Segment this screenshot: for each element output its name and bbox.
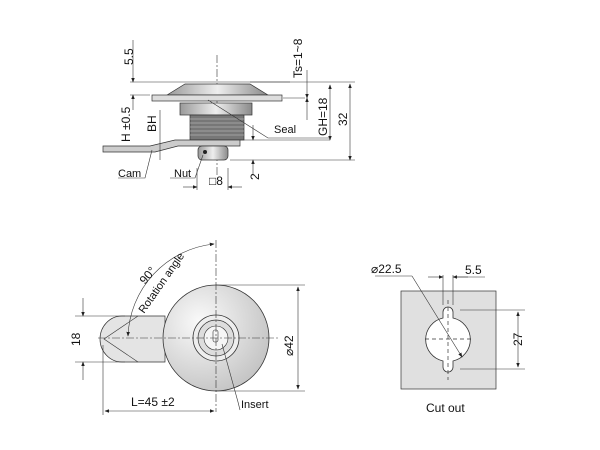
dim-nut-gap: 2 bbox=[248, 173, 262, 180]
side-view: 5.5 Ts=1~8 GH=18 32 H ±0.5 BH 2 □8 Seal … bbox=[102, 38, 355, 190]
cutout-view: 27 5.5 ⌀22.5 Cut out bbox=[371, 262, 525, 415]
dim-cam-width: 18 bbox=[69, 332, 83, 346]
cam-front bbox=[99, 315, 166, 363]
dim-square: □8 bbox=[209, 174, 223, 188]
flange bbox=[151, 94, 283, 102]
cutout-dim-slot: 5.5 bbox=[465, 263, 482, 277]
dim-bh: BH bbox=[145, 115, 159, 132]
cutout-title: Cut out bbox=[426, 401, 465, 415]
dim-h: H ±0.5 bbox=[119, 106, 133, 142]
dim-ts: Ts=1~8 bbox=[291, 38, 305, 78]
dim-top: 5.5 bbox=[122, 48, 136, 65]
dim-diameter: ⌀42 bbox=[282, 335, 296, 356]
label-nut: Nut bbox=[174, 168, 191, 180]
label-cam: Cam bbox=[118, 168, 141, 180]
cutout-dim-diameter: ⌀22.5 bbox=[371, 262, 402, 276]
label-insert: Insert bbox=[241, 399, 269, 411]
label-seal: Seal bbox=[274, 124, 296, 136]
nut bbox=[197, 145, 229, 161]
dim-gh: GH=18 bbox=[316, 97, 330, 136]
cam bbox=[102, 139, 241, 153]
cutout-dim-height: 27 bbox=[511, 332, 525, 346]
dim-total: 32 bbox=[336, 112, 350, 126]
knob-cap bbox=[165, 83, 270, 96]
front-view: 90° Rotation angle 18 ⌀42 L=45 ±2 Insert bbox=[69, 240, 305, 415]
dim-length: L=45 ±2 bbox=[131, 395, 175, 409]
